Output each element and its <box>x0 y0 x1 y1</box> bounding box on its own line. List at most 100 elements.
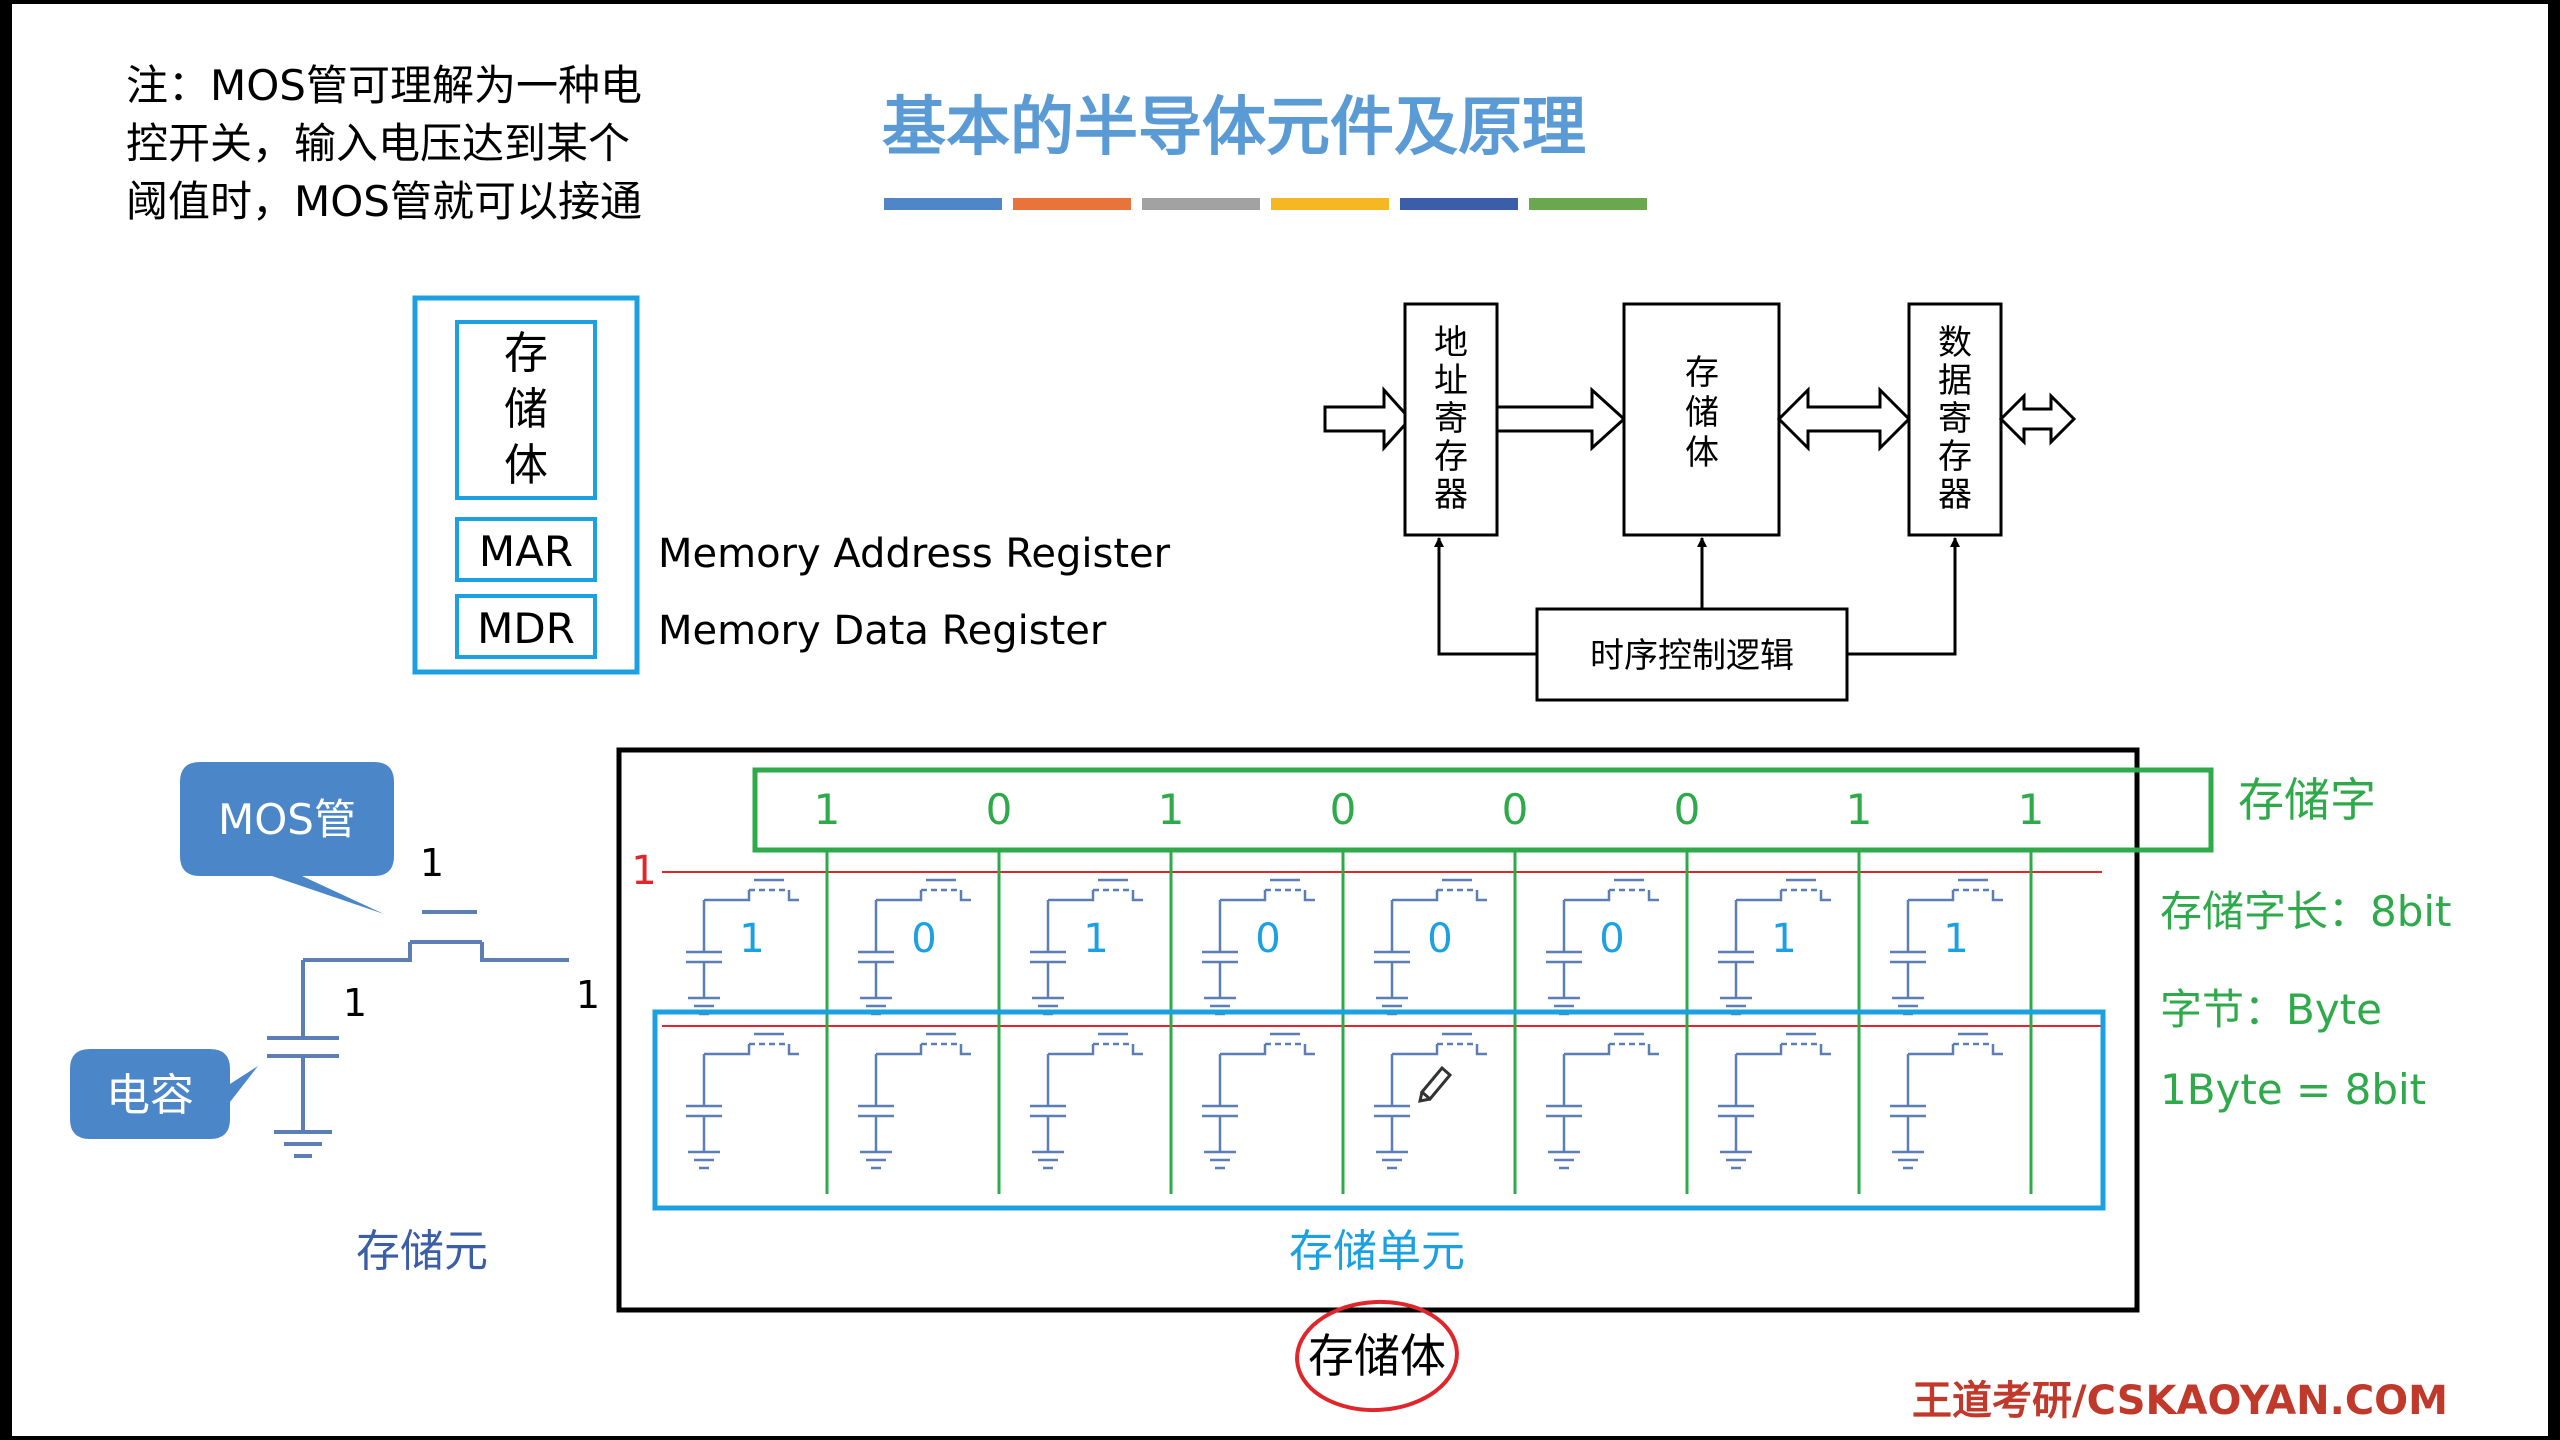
memory-cell <box>1718 1032 1831 1170</box>
storage-body-frame <box>616 747 2140 1313</box>
word-bit-2: 0 <box>986 785 1013 834</box>
timing-control-label: 时序控制逻辑 <box>1590 636 1794 676</box>
storage-unit-box <box>652 1009 2106 1211</box>
storage-unit-label: 存储单元 <box>1289 1226 1465 1277</box>
word-length-note: 存储字长：8bit <box>2160 887 2452 936</box>
memory-cell <box>1546 1032 1659 1170</box>
mos-note-line-2: 控开关，输入电压达到某个 <box>126 119 630 168</box>
memory-cell <box>1202 1032 1315 1170</box>
address-register-box <box>1403 302 1499 537</box>
storage-body-box <box>1622 302 1781 537</box>
mar-description: Memory Address Register <box>658 531 1171 577</box>
storage-cell: MOS管 电容 1 1 1 存储元 <box>70 762 600 1277</box>
memory-cell <box>1546 878 1659 1016</box>
title-color-bar <box>884 198 1647 210</box>
storage-word-label: 存储字 <box>2238 773 2376 827</box>
word-bit-6: 0 <box>1674 785 1701 834</box>
word-bit-3: 1 <box>1158 785 1185 834</box>
storage-word-bits: 1 0 1 0 0 0 1 1 <box>814 785 2045 834</box>
word-bit-4: 0 <box>1330 785 1357 834</box>
title-bar-segment-5 <box>1400 198 1518 210</box>
addr-reg-char-2: 址 <box>1434 361 1468 401</box>
memory-cell <box>1202 878 1315 1016</box>
memory-cell <box>1890 1032 2003 1170</box>
block-diagram: 地 址 寄 存 器 存 储 体 数 据 寄 存 器 时序控制逻辑 <box>1323 302 2077 702</box>
bit-lines <box>825 850 2033 1194</box>
addr-reg-char-5: 器 <box>1434 475 1468 515</box>
word-bit-8: 1 <box>2018 785 2045 834</box>
memory-cell <box>858 878 971 1016</box>
legend-storage-char-2: 储 <box>504 384 548 435</box>
legend-outer-frame <box>412 295 640 675</box>
byte-definition-note: 1Byte = 8bit <box>2160 1065 2426 1114</box>
storage-char-1: 存 <box>1685 353 1719 393</box>
memory-cell <box>1374 878 1487 1016</box>
legend-storage-char-1: 存 <box>504 328 548 379</box>
storage-body-label: 存储体 <box>1308 1329 1446 1383</box>
addr-reg-char-1: 地 <box>1434 323 1468 363</box>
legend-mdr-label: MDR <box>477 604 575 653</box>
gate-value: 1 <box>420 841 444 885</box>
cell-bit-6: 0 <box>1599 916 1624 962</box>
slide: 注：MOS管可理解为一种电 控开关，输入电压达到某个 阈值时，MOS管就可以接通… <box>12 4 2548 1436</box>
cell-bit-2: 0 <box>911 916 936 962</box>
legend-mar-box <box>455 517 597 582</box>
word-bit-7: 1 <box>1846 785 1873 834</box>
capacitor-callout <box>70 1049 258 1139</box>
page-title: 基本的半导体元件及原理 <box>882 91 1586 165</box>
memory-cell <box>858 1032 971 1170</box>
cell-bit-8: 1 <box>1943 916 1968 962</box>
side-notes: 存储字长：8bit 字节：Byte 1Byte = 8bit <box>2160 887 2452 1114</box>
memory-cell <box>686 1032 799 1170</box>
cell-bit-1: 1 <box>739 916 764 962</box>
cell-bit-7: 1 <box>1771 916 1796 962</box>
cell-bit-5: 0 <box>1427 916 1452 962</box>
control-line-to-address <box>1434 537 1537 656</box>
data-output-bidirectional-arrow <box>1998 392 2077 446</box>
control-line-to-data <box>1847 537 1960 656</box>
data-reg-char-3: 寄 <box>1938 399 1972 439</box>
address-input-arrow <box>1323 386 1413 452</box>
capacitor-value: 1 <box>343 981 367 1025</box>
cell-bit-4: 0 <box>1255 916 1280 962</box>
storage-cell-caption: 存储元 <box>356 1226 488 1277</box>
title-bar-segment-2 <box>1013 198 1131 210</box>
memory-cell <box>1718 878 1831 1016</box>
data-reg-char-1: 数 <box>1938 323 1972 363</box>
mdr-description: Memory Data Register <box>658 608 1107 654</box>
title-bar-segment-1 <box>884 198 1002 210</box>
legend-storage-box <box>455 320 597 500</box>
title-bar-segment-6 <box>1529 198 1647 210</box>
byte-note: 字节：Byte <box>2160 985 2382 1034</box>
mos-callout <box>180 762 394 914</box>
cell-row-2 <box>686 1032 2003 1170</box>
title-bar-segment-4 <box>1271 198 1389 210</box>
legend-mdr-box <box>455 594 597 659</box>
row-select-value: 1 <box>631 848 656 894</box>
data-reg-char-5: 器 <box>1938 475 1972 515</box>
mos-callout-label: MOS管 <box>218 795 356 844</box>
drain-value: 1 <box>576 973 600 1017</box>
storage-array: 1 0 1 0 0 0 1 1 存储字 1 1 0 1 0 0 0 1 1 存储单元 存储体 <box>616 747 2376 1413</box>
word-bit-1: 1 <box>814 785 841 834</box>
capacitor-callout-label: 电容 <box>106 1070 194 1121</box>
address-to-storage-arrow <box>1495 386 1627 452</box>
red-circle-annotation <box>1295 1299 1459 1413</box>
diagram-canvas: 注：MOS管可理解为一种电 控开关，输入电压达到某个 阈值时，MOS管就可以接通… <box>70 61 2452 1424</box>
mos-transistor-symbol <box>267 910 569 1158</box>
watermark: 王道考研/CSKAOYAN.COM <box>1912 1378 2448 1424</box>
storage-word-box <box>752 767 2214 853</box>
mos-note: 注：MOS管可理解为一种电 控开关，输入电压达到某个 阈值时，MOS管就可以接通 <box>126 61 642 226</box>
memory-cell <box>1374 1032 1487 1170</box>
storage-data-bidirectional-arrow <box>1776 386 1912 452</box>
legend-box: 存 储 体 MAR MDR Memory Address Register Me… <box>412 295 1171 675</box>
data-reg-char-4: 存 <box>1938 437 1972 477</box>
storage-char-3: 体 <box>1685 433 1719 473</box>
mos-note-line-1: 注：MOS管可理解为一种电 <box>126 61 642 110</box>
word-bit-5: 0 <box>1502 785 1529 834</box>
legend-mar-label: MAR <box>479 527 573 576</box>
data-reg-char-2: 据 <box>1938 361 1972 401</box>
addr-reg-char-4: 存 <box>1434 437 1468 477</box>
legend-storage-char-3: 体 <box>504 440 548 491</box>
cell-bit-3: 1 <box>1083 916 1108 962</box>
